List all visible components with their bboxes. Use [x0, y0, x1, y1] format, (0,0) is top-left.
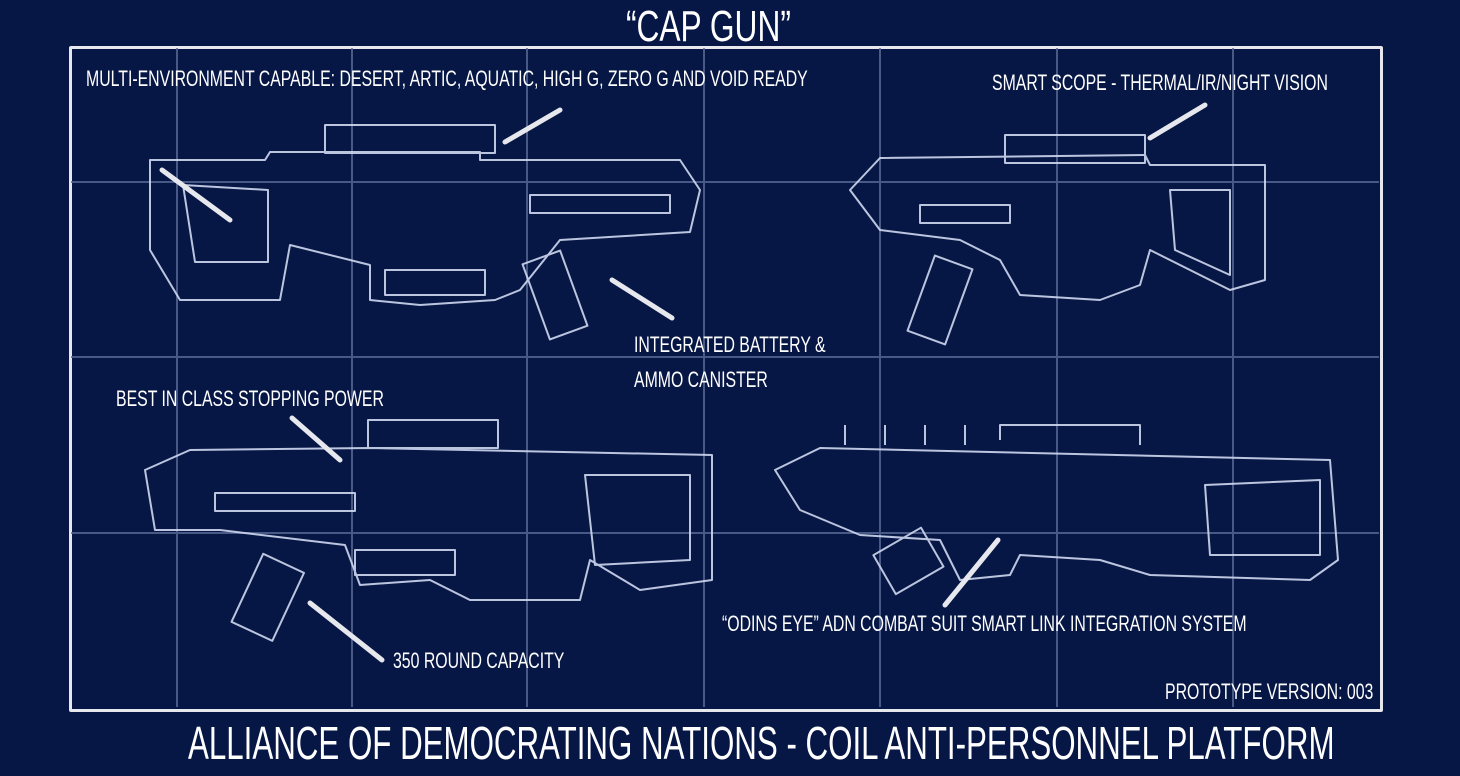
label-environment: MULTI-ENVIRONMENT CAPABLE: DESERT, ARTIC… [86, 66, 808, 91]
callout-lines [159, 102, 1208, 663]
page-title: “CAP GUN” [626, 2, 791, 51]
blueprint-frame [69, 46, 1383, 712]
gun-side-left-top [149, 124, 701, 341]
gun-side-right-bottom [774, 424, 1339, 596]
footer-caption: ALLIANCE OF DEMOCRATING NATIONS - COIL A… [188, 717, 1335, 769]
label-smart-scope: SMART SCOPE - THERMAL/IR/NIGHT VISION [992, 70, 1328, 95]
label-version: PROTOTYPE VERSION: 003 [1165, 679, 1374, 704]
label-battery-line1: INTEGRATED BATTERY & [634, 332, 826, 357]
label-battery-line2: AMMO CANISTER [634, 367, 768, 392]
label-odins-eye: “ODINS EYE” ADN COMBAT SUIT SMART LINK I… [722, 611, 1247, 636]
gun-side-left-bottom [144, 419, 713, 642]
label-capacity: 350 ROUND CAPACITY [393, 648, 565, 673]
label-stopping-power: BEST IN CLASS STOPPING POWER [116, 386, 384, 411]
gun-side-right-top [849, 134, 1266, 346]
